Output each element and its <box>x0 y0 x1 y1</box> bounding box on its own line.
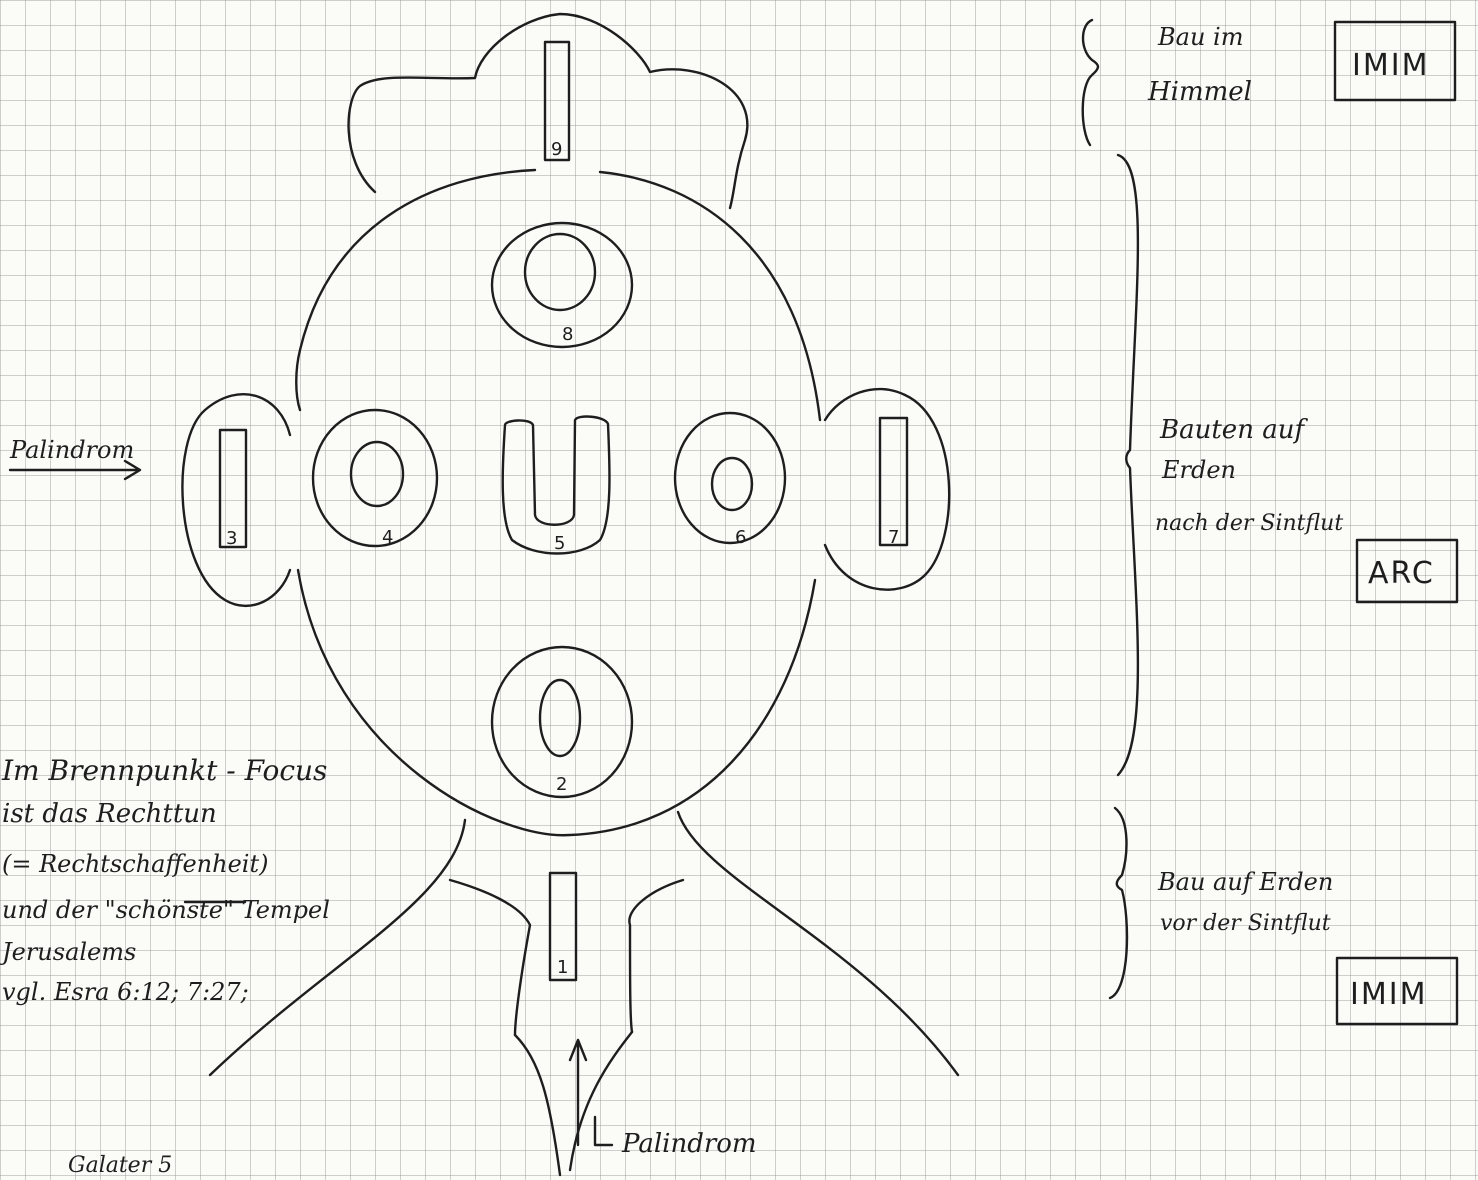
palindrome-label-left: Palindrom <box>9 436 134 464</box>
left-ear <box>182 394 290 606</box>
main-circle <box>296 170 535 410</box>
heaven-line-2: Himmel <box>1147 77 1252 107</box>
box-heaven-label: IMIM <box>1352 48 1429 83</box>
note-footer: Galater 5 <box>68 1153 172 1178</box>
label-2: 2 <box>556 774 567 795</box>
heaven-line-1: Bau im <box>1157 23 1243 51</box>
box-before-flood-label: IMIM <box>1350 977 1427 1012</box>
note-line-2: ist das Rechttun <box>2 799 217 829</box>
brace-after-flood <box>1118 155 1138 775</box>
neck-right <box>678 812 958 1075</box>
palindrome-label-bottom: Palindrom <box>621 1129 757 1159</box>
note-line-3: (= Rechtschaffenheit) <box>2 850 268 878</box>
note-line-6: vgl. Esra 6:12; 7:27; <box>2 978 249 1006</box>
label-1: 1 <box>557 957 568 978</box>
after-flood-line-1: Bauten auf <box>1159 415 1308 445</box>
label-8: 8 <box>562 324 573 345</box>
note-line-1: Im Brennpunkt - Focus <box>1 754 327 787</box>
before-flood-line-2: vor der Sintflut <box>1160 911 1331 936</box>
pillar-7 <box>880 418 907 545</box>
brace-before-flood <box>1110 808 1127 998</box>
label-9: 9 <box>551 139 562 160</box>
after-flood-line-2: Erden <box>1161 456 1236 484</box>
brace-heaven <box>1083 20 1098 145</box>
up-arrow <box>570 1040 586 1145</box>
note-line-4: und der "schönste" Tempel <box>2 896 330 924</box>
box-after-flood-label: ARC <box>1368 556 1435 591</box>
label-5: 5 <box>554 533 565 554</box>
label-4: 4 <box>382 527 393 548</box>
ring-6 <box>675 413 785 543</box>
label-3: 3 <box>226 528 237 549</box>
label-6: 6 <box>735 527 746 548</box>
ring-4 <box>313 410 437 546</box>
note-line-5: Jerusalems <box>0 938 136 966</box>
after-flood-line-3: nach der Sintflut <box>1155 511 1343 536</box>
before-flood-line-1: Bau auf Erden <box>1157 868 1333 896</box>
label-7: 7 <box>888 527 899 548</box>
